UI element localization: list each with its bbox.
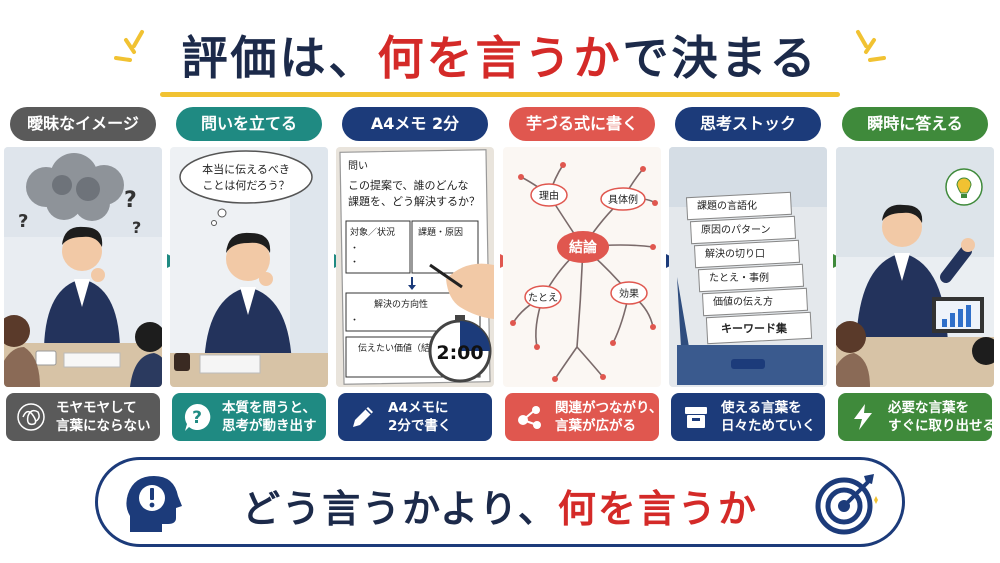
step-label: 問いを立てる [176, 107, 322, 141]
svg-text:価値の伝え方: 価値の伝え方 [713, 295, 773, 308]
svg-text:解決の切り口: 解決の切り口 [705, 247, 765, 260]
thought-text-line2: ことは何だろう？ [202, 179, 289, 192]
svg-text:効果: 効果 [619, 287, 639, 300]
title-underline [160, 92, 840, 97]
step-mindmap: 芋づる式に書く 理由 具体例 [503, 107, 662, 443]
answer-scene [836, 147, 994, 387]
step-ambiguous-image: 曖昧なイメージ ? ? ? [4, 107, 162, 443]
step-label: 芋づる式に書く [509, 107, 655, 141]
svg-text:たとえ: たとえ [528, 292, 558, 304]
memo-scene: 問い この提案で、誰のどんな 課題を、どう解決するか？ 対象／状況 課題・原因 … [336, 147, 494, 387]
question-icon: ? [180, 400, 214, 434]
memo-illustration: 問い この提案で、誰のどんな 課題を、どう解決するか？ 対象／状況 課題・原因 … [336, 147, 494, 387]
confident-person-illustration [836, 147, 994, 387]
confused-person-illustration: ? ? ? [4, 147, 162, 387]
svg-text:原因のパターン: 原因のパターン [701, 224, 771, 236]
svg-text:解決の方向性: 解決の方向性 [374, 298, 428, 310]
step-label: 瞬時に答える [842, 107, 988, 141]
lightning-icon [846, 400, 880, 434]
pencil-icon [346, 400, 380, 434]
svg-text:・: ・ [350, 244, 359, 254]
stock-scene: 課題の言語化 原因のパターン 解決の切り口 たとえ・事例 価値の伝え方 キーワー… [669, 147, 827, 387]
step-caption: 関連がつながり、 言葉が広がる [505, 393, 662, 441]
svg-text:課題・原因: 課題・原因 [418, 226, 463, 238]
ambiguous-scene: ? ? ? [4, 147, 162, 387]
step-a4-memo: A4メモ 2分 問い この提案で、誰のどんな 課題を、どう解決するか？ 対象／状… [336, 107, 494, 443]
svg-text:・: ・ [350, 258, 359, 268]
svg-text:結論: 結論 [569, 239, 598, 256]
title-area: 評価は、何を言うかで決まる [0, 8, 1000, 98]
svg-text:具体例: 具体例 [608, 193, 638, 206]
svg-text:対象／状況: 対象／状況 [350, 226, 395, 238]
thinking-person-illustration: 本当に伝えるべき ことは何だろう？ [170, 147, 328, 387]
page-title: 評価は、何を言うかで決まる [181, 31, 819, 85]
step-caption: ? 本質を問うと、 思考が動き出す [172, 393, 326, 441]
scribble-icon [14, 400, 48, 434]
svg-text:?: ? [18, 211, 28, 232]
svg-text:たとえ・事例: たとえ・事例 [709, 271, 769, 284]
svg-text:キーワード集: キーワード集 [721, 321, 788, 335]
step-label: A4メモ 2分 [342, 107, 488, 141]
target-arrow-icon [815, 474, 878, 535]
timer-value: 2:00 [436, 342, 483, 364]
banner-message: どう言うかより、何を言うか [242, 487, 758, 531]
stopwatch-icon: 2:00 [428, 315, 492, 383]
svg-text:?: ? [132, 218, 141, 237]
step-caption: モヤモヤして 言葉にならない [6, 393, 160, 441]
svg-text:?: ? [124, 188, 137, 213]
network-icon [513, 400, 547, 434]
svg-text:?: ? [192, 408, 202, 428]
question-scene: 本当に伝えるべき ことは何だろう？ [170, 147, 328, 387]
head-exclamation-icon [126, 476, 182, 532]
svg-text:理由: 理由 [539, 189, 559, 202]
svg-text:この提案で、誰のどんな: この提案で、誰のどんな [348, 178, 469, 192]
svg-text:課題を、どう解決するか？: 課題を、どう解決するか？ [348, 194, 480, 208]
thought-text-line1: 本当に伝えるべき [202, 162, 290, 176]
step-ask-question: 問いを立てる 本当に伝えるべき ことは何だろう？ ? [170, 107, 328, 443]
svg-text:伝えたい価値（結論）: 伝えたい価値（結論） [358, 342, 448, 354]
archive-box-icon [679, 400, 713, 434]
step-label: 曖昧なイメージ [10, 107, 156, 141]
card-file-box-illustration: 課題の言語化 原因のパターン 解決の切り口 たとえ・事例 価値の伝え方 キーワー… [669, 147, 827, 387]
step-thought-stock: 思考ストック 課題の言語化 原因のパターン 解決の切り口 たとえ・事例 価値の伝… [669, 107, 827, 443]
step-label: 思考ストック [675, 107, 821, 141]
sparkle-lines-icon [856, 30, 886, 62]
svg-text:課題の言語化: 課題の言語化 [697, 199, 757, 212]
step-caption: 必要な言葉を すぐに取り出せる [838, 393, 996, 441]
svg-text:・: ・ [350, 316, 359, 326]
svg-text:問い: 問い [348, 160, 368, 172]
step-caption: 使える言葉を 日々ためていく [671, 393, 825, 441]
step-caption: A4メモに 2分で書く [338, 393, 492, 441]
step-instant-answer: 瞬時に答える [836, 107, 996, 443]
mindmap-illustration: 理由 具体例 結論 たとえ 効果 [503, 147, 661, 387]
sparkle-lines-icon [114, 30, 144, 62]
mindmap-scene: 理由 具体例 結論 たとえ 効果 [503, 147, 661, 387]
conclusion-banner: どう言うかより、何を言うか [95, 457, 905, 547]
